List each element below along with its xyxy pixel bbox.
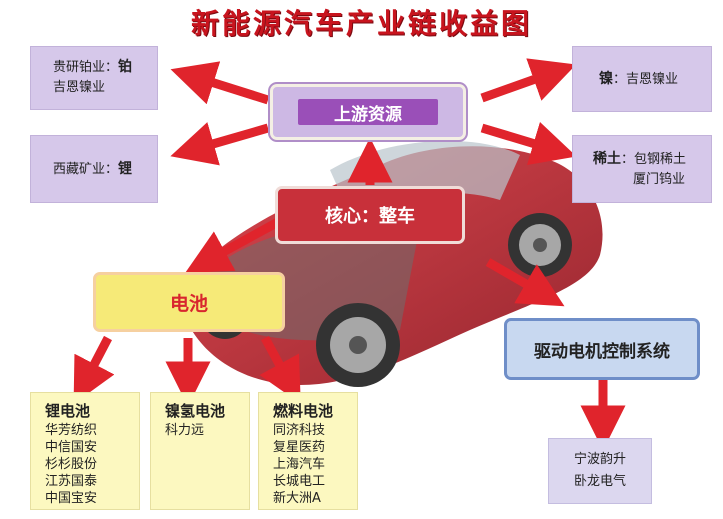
rare-earth-box: 稀土：包钢稀土 厦门钨业 (572, 135, 712, 203)
motor-control-node: 驱动电机控制系统 (504, 318, 700, 380)
fuel-cell-box: 燃料电池 同济科技 复星医药 上海汽车 长城电工 新大洲A (258, 392, 358, 510)
arrow-to-lithium (170, 122, 270, 166)
arrow-to-nickel (480, 58, 577, 103)
core-label: 整车 (379, 206, 415, 227)
upstream-label: 上游资源 (298, 99, 438, 125)
list-item: 复星医药 (273, 440, 326, 455)
page-title: 新能源汽车产业链收益图 (190, 7, 532, 40)
arrow-to-rare-earth (480, 121, 577, 166)
nimh-battery-heading: 镍氢电池 (165, 402, 226, 420)
arrow-to-platinum (170, 61, 270, 105)
arrow-battery-to-lithium (73, 335, 115, 404)
list-item: 同济科技 (273, 423, 326, 438)
upstream-node: 上游资源 (270, 84, 466, 140)
nickel-metal: 镍 (599, 71, 613, 87)
core-node: 核心：整车 (275, 186, 465, 244)
core-prefix: 核心： (325, 206, 379, 227)
list-item: 杉杉股份 (45, 457, 98, 472)
battery-label: 电池 (169, 292, 208, 315)
rare-earth-company: ：包钢稀土 (621, 152, 687, 167)
lithium-box: 西藏矿业：锂 (30, 135, 158, 203)
nickel-company: ：吉恩镍业 (613, 72, 679, 87)
list-item: 中信国安 (45, 440, 98, 455)
lithium-metal: 锂 (118, 161, 133, 177)
list-item: 科力远 (165, 423, 205, 438)
platinum-company-2: 吉恩镍业 (53, 80, 106, 95)
nickel-box: 镍：吉恩镍业 (572, 46, 712, 112)
list-item: 中国宝安 (45, 491, 98, 506)
platinum-box: 贵研铂业：铂 吉恩镍业 (30, 46, 158, 110)
arrow-battery-to-fuel (259, 335, 301, 404)
list-item: 新大洲A (273, 491, 321, 506)
list-item: 上海汽车 (273, 457, 326, 472)
motor-control-label: 驱动电机控制系统 (534, 341, 670, 362)
lithium-company: 西藏矿业： (53, 162, 119, 177)
rare-earth-company-2: 厦门钨业 (633, 172, 686, 187)
fuel-cell-heading: 燃料电池 (273, 402, 334, 420)
platinum-metal: 铂 (118, 59, 133, 75)
lithium-battery-heading: 锂电池 (45, 402, 91, 420)
list-item: 卧龙电气 (573, 474, 626, 489)
rare-earth-metal: 稀土 (593, 151, 621, 167)
nimh-battery-box: 镍氢电池 科力远 (150, 392, 250, 510)
platinum-company: 贵研铂业： (53, 60, 119, 75)
list-item: 宁波韵升 (573, 452, 626, 467)
motor-companies-box: 宁波韵升 卧龙电气 (548, 438, 652, 504)
lithium-battery-box: 锂电池 华芳纺织 中信国安 杉杉股份 江苏国泰 中国宝安 (30, 392, 140, 510)
list-item: 华芳纺织 (45, 423, 98, 438)
battery-node: 电池 (93, 272, 285, 332)
arrow-core-to-motor (485, 258, 565, 307)
list-item: 长城电工 (273, 474, 326, 489)
arrow-core-to-battery (185, 218, 281, 273)
list-item: 江苏国泰 (45, 474, 98, 489)
